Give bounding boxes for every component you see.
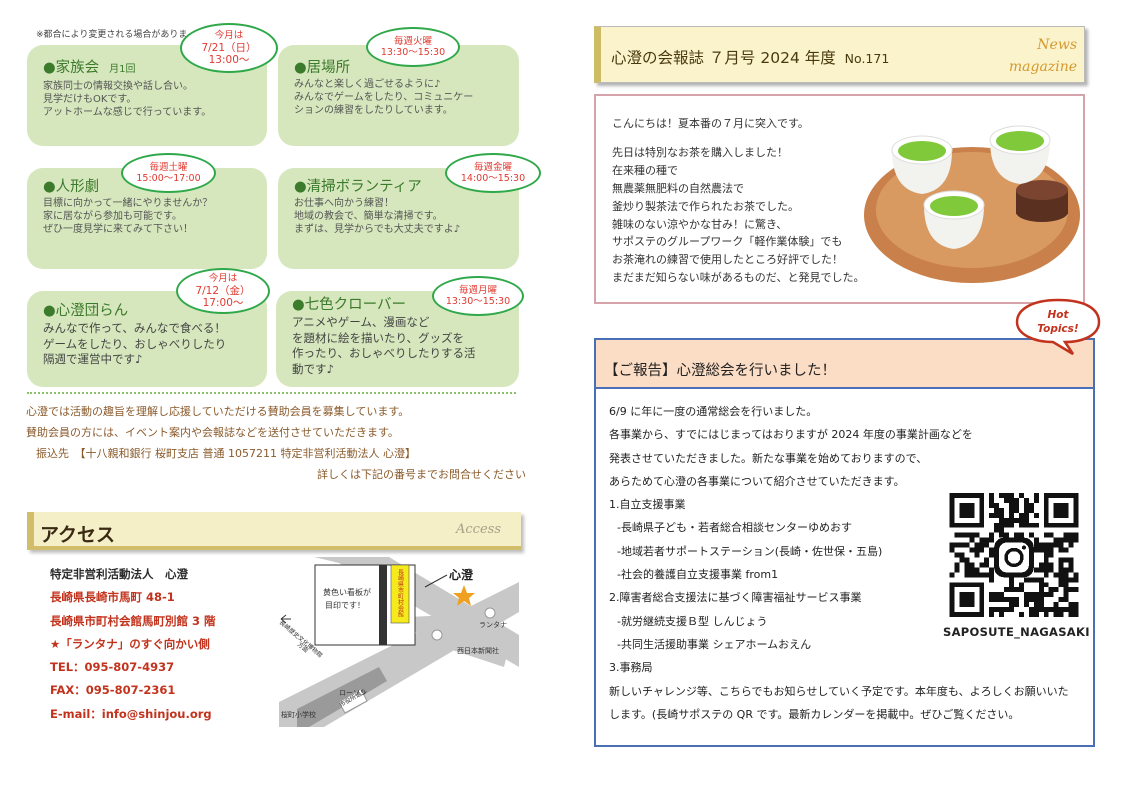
report-title: 【ご報告】心澄総会を行いました！ [604,363,836,379]
green-tea-illustration [864,125,1080,283]
address-line: ★「ランタナ」のすぐ向かい側 [50,636,210,651]
issue-number: No.171 [844,51,890,66]
report-box [594,338,1095,747]
report-line: -社会的養護自立支援事業 from1 [617,568,779,582]
activity-title: ●七色クローバー [292,297,407,313]
schedule-bubble: 毎週土曜 15:00〜17:00 [121,153,216,193]
schedule-bubble: 毎週月曜 13:30〜15:30 [432,276,524,316]
report-line: -就労継続支援Ｂ型 しんじょう [617,614,768,628]
contact-prompt: 詳しくは下記の番号までお問合せください [317,468,526,481]
tea-article-text: こんにちは！夏本番の７月に突入です。 先日は特別なお茶を購入しました！ 在来種の… [612,117,865,285]
schedule-bubble: 毎週金曜 14:00〜15:30 [445,153,541,193]
activity-line: 目標に向かって一緒にやりませんか？ [43,198,213,209]
report-line: あらためて心澄の各事業について紹介させていただきます。 [609,474,905,488]
newsletter-header [594,26,1085,83]
org-name: 特定非営利活動法人 心澄 [50,567,188,581]
phone-number: TEL：095-807-4937 [50,660,175,675]
activity-title: ●居場所 [294,60,351,76]
map-sign-line: 黄色い看板が [323,587,371,597]
report-line: 各事業から、すでにはじまってはおりますが 2024 年度の事業計画などを [609,428,973,442]
access-title: アクセス [40,524,116,546]
report-header [596,340,1093,389]
activity-title: ●心澄団らん [43,303,129,319]
report-line: 3.事務局 [609,661,653,675]
activity-line: みんなと楽しく過ごせるように♪ [294,79,441,90]
activity-line: 家族同士の情報交換や話し合い。 [43,81,193,92]
support-member-notice: 心澄では活動の趣旨を理解し応援していただける賛助会員を募集しています。 賛助会員… [26,401,526,485]
access-header [27,512,521,550]
activity-line: 見学だけもOKです。 [43,94,137,105]
activity-line: を題材に絵を描いたり、グッズを [292,330,465,345]
dotted-divider [27,392,516,394]
schedule-bubble: 毎週火曜 13:30〜15:30 [366,27,460,67]
qr-code[interactable] [949,493,1079,617]
activity-line: 地域の教会で、簡単な清掃です。 [294,211,443,222]
report-line: 1.自立支援事業 [609,498,686,512]
newsletter-english-label: News magazine [1008,37,1077,75]
instagram-icon [994,537,1034,578]
support-line: 心澄では活動の趣旨を理解し応援していただける賛助会員を募集しています。 [26,405,410,418]
access-subtitle: Access [456,522,501,537]
schedule-bubble: 今月は 7/12（金） 17:00〜 [176,268,270,314]
address-block: 特定非営利活動法人 心澄 長崎県長崎市馬町 48-1 長崎県市町村会館馬町別館 … [50,563,216,726]
activity-frequency: 月1回 [109,64,136,75]
report-line: 6/9 に年に一度の通常総会を行いました。 [609,405,818,418]
map-building-label: 長崎県市町村会館 [397,569,404,618]
arrow-icon [280,614,291,624]
report-line: -長崎県子ども・若者総合相談センターゆめおす [617,521,852,535]
activity-line: 隔週で運営中です♪ [43,352,143,366]
activity-title: ●清掃ボランティア [294,179,422,195]
svg-text:Hot: Hot [1047,309,1069,321]
hot-topics-badge: Hot Topics! [1015,298,1101,356]
email-address[interactable]: E-mail：info@shinjou.org [50,706,212,721]
map-lawson-label: ローソン [339,689,367,697]
newsletter-title: 心澄の会報誌 ７月号 2024 年度 No.171 [611,49,890,67]
map-nishinippon-label: 西日本新聞社 [457,646,499,655]
fax-number: FAX：095-807-2361 [50,683,176,698]
report-line: します。(長崎サポステの QR です。最新カレンダーを掲載中。ぜひご覧ください。 [609,707,1020,721]
activity-line: ぜひ一度見学に来てみて下さい！ [43,224,193,235]
star-icon [453,585,475,606]
map-lantana-label: ランタナ [479,620,507,629]
activity-line: みんなで作って、みんなで食べる！ [43,321,226,335]
svg-text:Topics!: Topics! [1037,323,1079,335]
schedule-change-note: ※都合により変更される場合がありま [36,30,188,40]
activity-line: 家に居ながら参加も可能です。 [43,211,182,222]
address-line: 長崎県長崎市馬町 48-1 [50,590,175,605]
schedule-bubble: 今月は 7/21（日） 13:00〜 [180,23,278,73]
map-shinjou-label: 心澄 [449,567,474,582]
report-body: 6/9 に年に一度の通常総会を行いました。各事業から、すでにはじまってはおります… [609,400,1085,726]
activity-line: まずは、見学からでも大丈夫ですよ♪ [294,224,461,235]
activity-line: みんなでゲームをしたり、コミュニケー [294,92,474,103]
activity-line: ゲームをしたり、おしゃべりしたり [43,336,227,351]
activity-line: ションの練習をしたりしています。 [294,105,453,116]
activity-card-ibasho: ●居場所 みんなと楽しく過ごせるように♪ みんなでゲームをしたり、コミュニケー … [278,45,519,146]
report-line: 発表させていただきました。新たな事業を始めておりますので、 [609,451,928,465]
report-line: -共同生活援助事業 シェアホームおえん [617,637,812,651]
activity-line: アットホームな感じで行っています。 [43,107,212,118]
access-map: 長崎県市町村会館 黄色い看板が 目印です！ 心澄 ランタナ 西日本新聞社 ローソ… [279,557,519,727]
report-line: -地域若者サポートステーション(長崎・佐世保・五島) [617,544,883,558]
activity-line: お仕事へ向かう練習！ [294,198,394,209]
support-line: 賛助会員の方には、イベント案内や会報誌などを送付させていただきます。 [26,426,399,439]
activity-title: ●人形劇 [43,179,100,195]
report-line: 新しいチャレンジ等、こちらでもお知らせしていく予定です。本年度も、よろしくお願い… [609,684,1069,698]
map-school-label: 桜町小学校 [281,710,316,719]
activity-title: ●家族会 [43,60,100,76]
tea-article-box [594,94,1085,304]
bank-transfer-info: 振込先 【十八親和銀行 桜町支店 普通 1057211 特定非営利活動法人 心澄… [36,447,416,460]
report-line: 2.障害者総合支援法に基づく障害福祉サービス事業 [609,591,862,605]
activity-line: アニメやゲーム、漫画など [292,315,430,329]
activity-line: 作ったり、おしゃべりしたりする活 [292,346,476,360]
address-line: 長崎県市町村会館馬町別館 3 階 [50,613,216,628]
activity-line: 動です♪ [292,361,334,376]
map-sign-line: 目印です！ [325,601,365,610]
qr-label: SAPOSUTE_NAGASAKI [943,625,1090,639]
